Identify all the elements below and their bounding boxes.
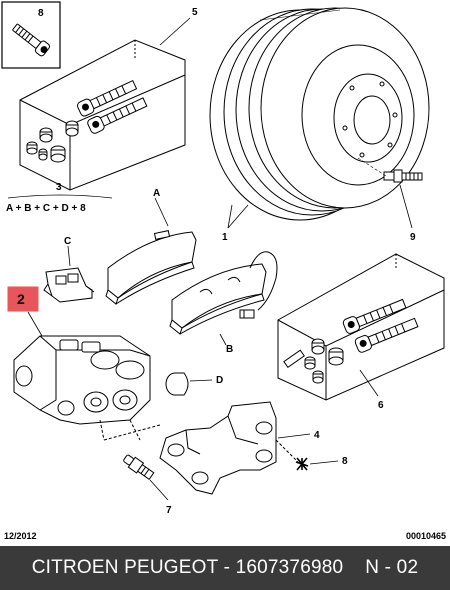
clip-C: [43, 267, 95, 303]
brand-part-number: CITROEN PEUGEOT - 1607376980: [31, 557, 344, 578]
part-number-bar: CITROEN PEUGEOT - 1607376980 N - 02: [0, 546, 450, 590]
callout-B: B: [226, 344, 233, 355]
brake-caliper-2: [13, 335, 161, 441]
bolt-kit-6: [277, 253, 445, 401]
screw-8-right: [295, 457, 309, 471]
caliper-bracket-4: [159, 401, 299, 495]
callout-5: 5: [192, 7, 198, 18]
callout-3: 3: [56, 182, 62, 193]
callout-8-top: 8: [38, 8, 44, 19]
brake-exploded-diagram: 8 5 3 A + B + C + D + 8: [1, 1, 445, 516]
bolt-8-inset: [1, 1, 61, 69]
callout-D: D: [216, 375, 223, 386]
brake-pad-B: [169, 251, 278, 335]
callout-7: 7: [166, 505, 172, 516]
callout-C: C: [64, 236, 71, 247]
callout-8-right: 8: [342, 456, 348, 467]
callout-2: 2: [17, 291, 25, 307]
callout-6: 6: [378, 400, 384, 411]
bleed-screw-7: [123, 454, 155, 481]
callout-4: 4: [314, 430, 320, 441]
footer-date: 12/2012: [4, 531, 37, 541]
position-code: N - 02: [365, 557, 419, 578]
brake-disc-1: [209, 7, 430, 221]
wheel-stud-9: [383, 169, 423, 183]
callout-9: 9: [410, 232, 416, 243]
callout-A: A: [153, 188, 160, 199]
callout-2-highlight: [7, 286, 39, 312]
kit-formula: A + B + C + D + 8: [6, 203, 86, 214]
callout-1: 1: [222, 232, 228, 243]
brake-pad-A: [105, 230, 197, 305]
footer-reference: 00010465: [405, 531, 446, 541]
cap-D: [165, 372, 189, 396]
bolt-kit-5: [19, 39, 186, 191]
